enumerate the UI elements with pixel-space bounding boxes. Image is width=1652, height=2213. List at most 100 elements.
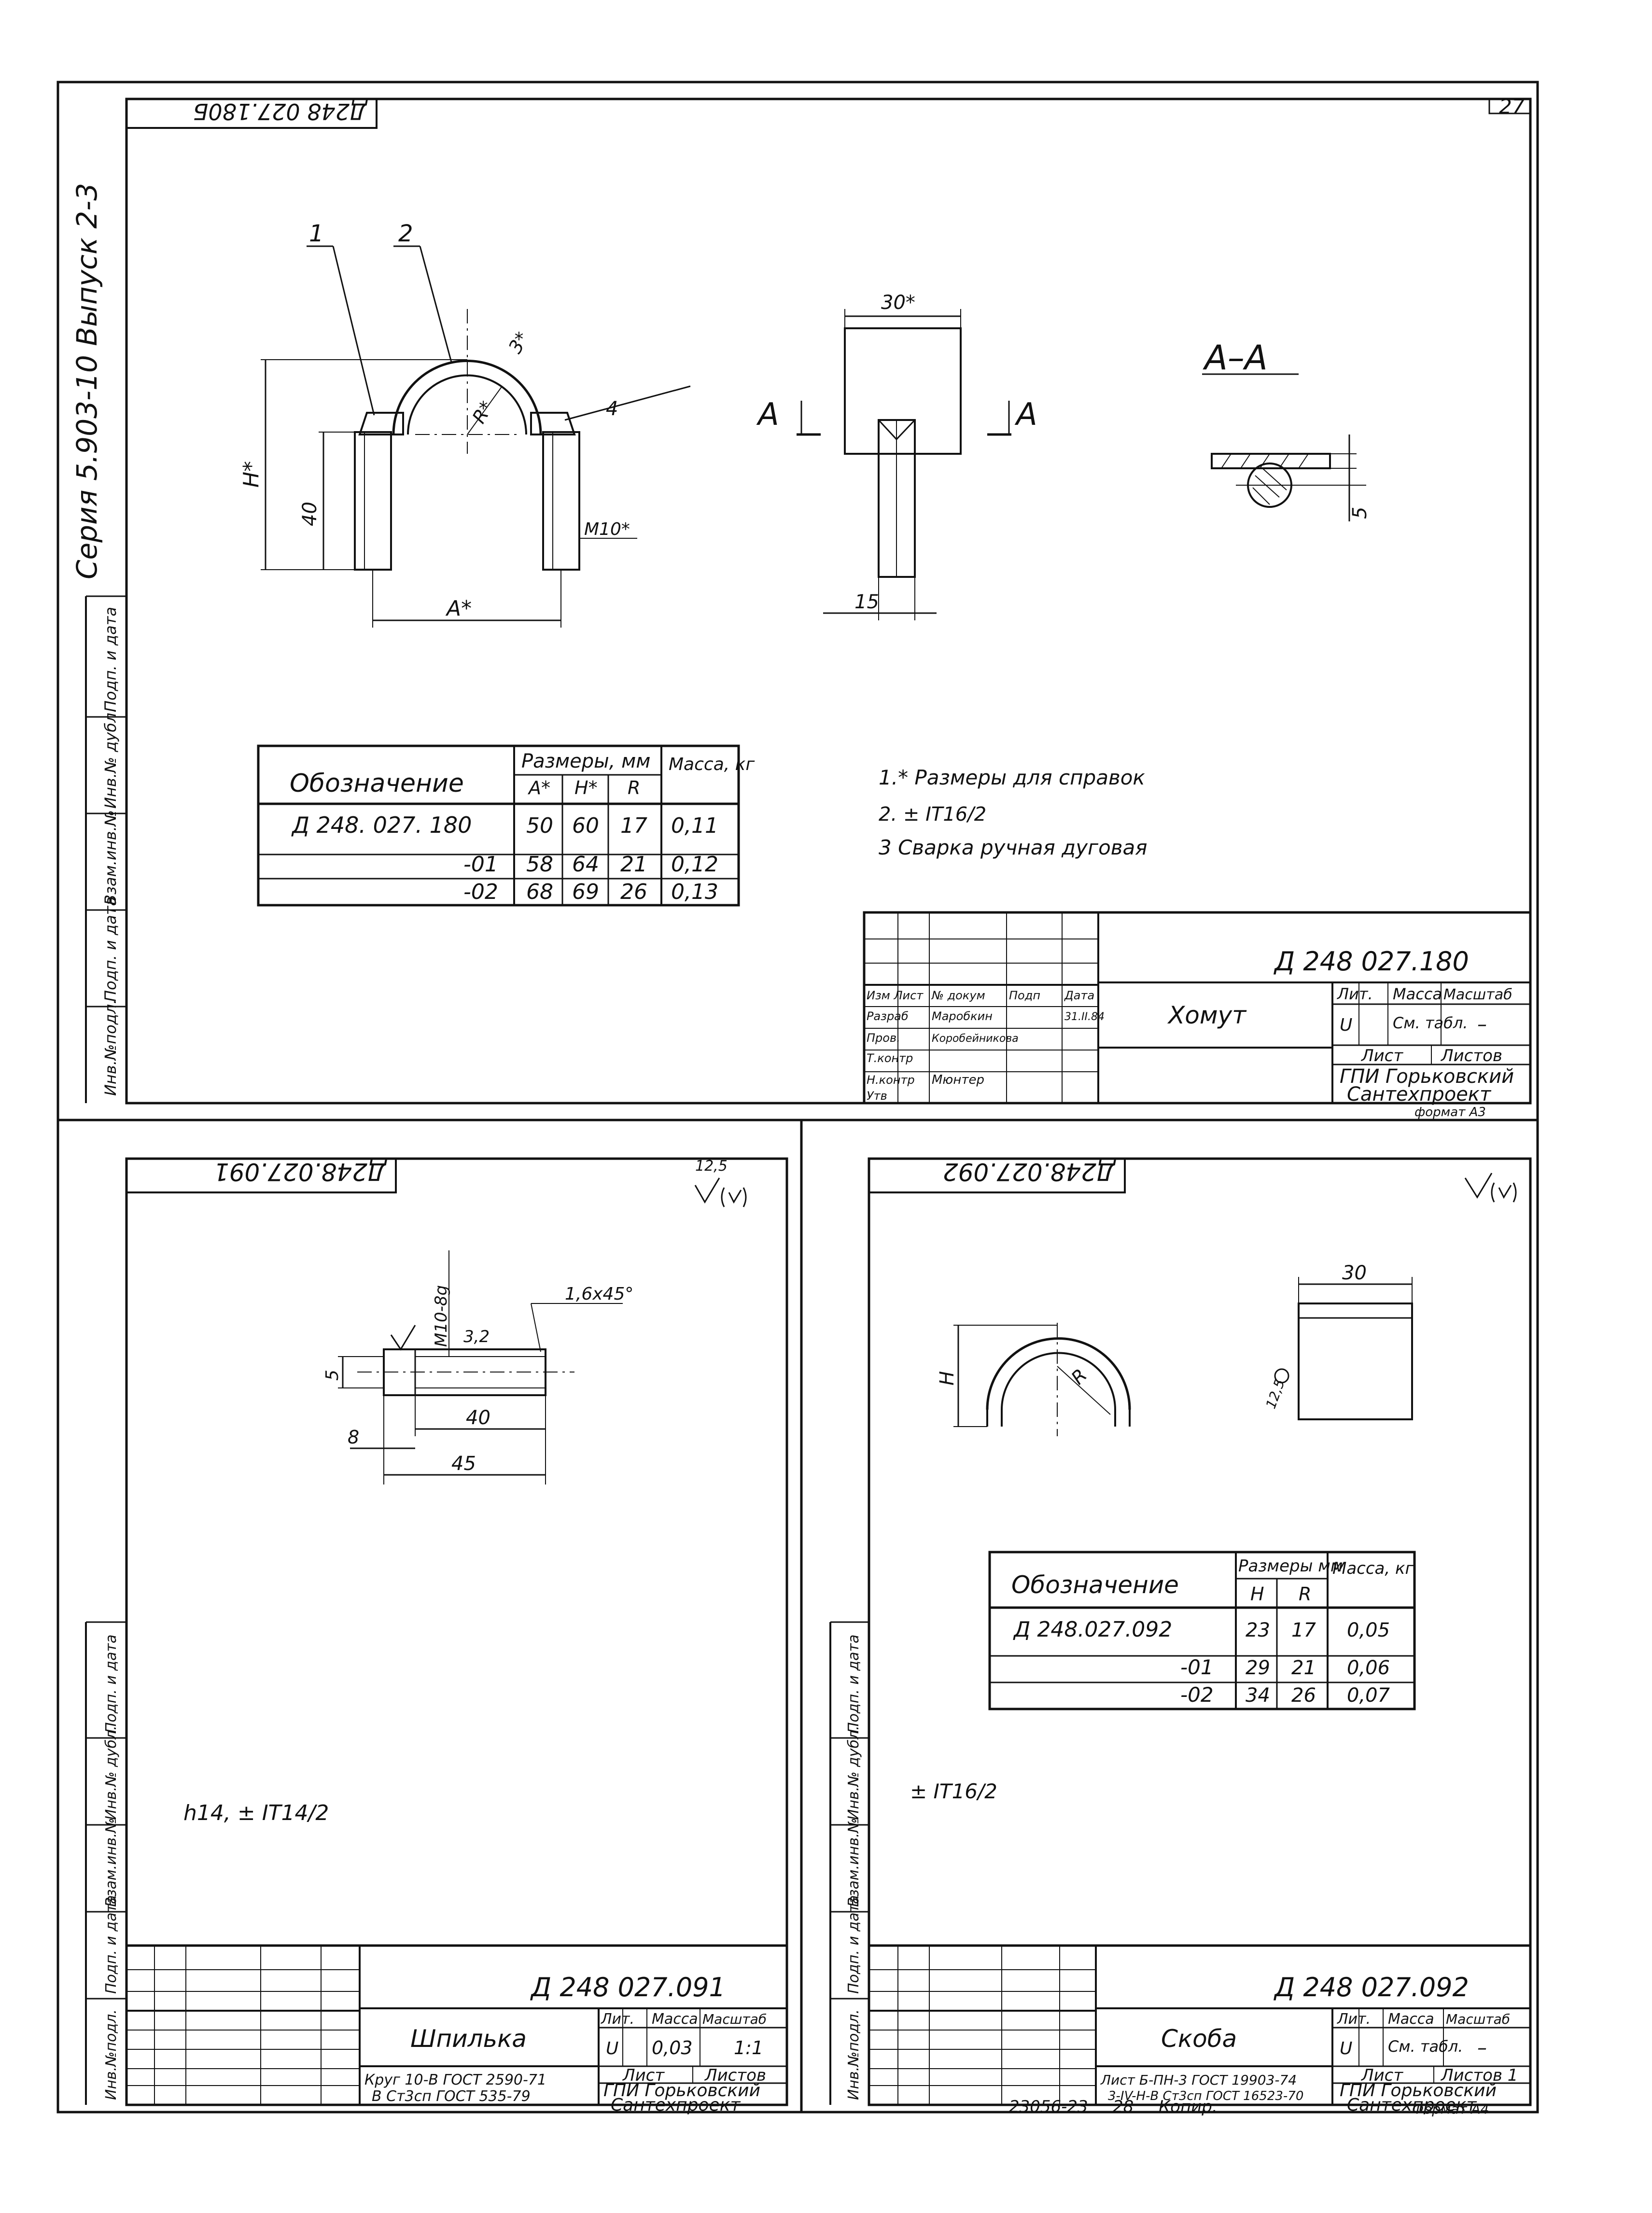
margin-label: Подп. и дата (845, 1895, 862, 1994)
table-header: R (628, 777, 640, 798)
title-cell: Сантехпроект (1347, 2095, 1477, 2115)
section-mark: А (756, 397, 779, 433)
code-stamp-rotated: Д248 027.180Б (193, 98, 368, 125)
title-cell: U (606, 2039, 618, 2059)
title-cell: 31.II.84 (1064, 1011, 1105, 1023)
table-header: Масса, кг (1332, 1559, 1414, 1578)
title-cell: Масса (1388, 2011, 1434, 2028)
title-cell: Лист (1360, 2066, 1403, 2085)
footer-format: Формат А4 (1412, 2101, 1489, 2117)
title-cell: Лист (622, 2066, 665, 2085)
title-cell: Подп (1009, 989, 1040, 1002)
note-line: h14, ± IT14/2 (183, 1801, 329, 1825)
table-header: Н (1250, 1583, 1264, 1605)
table-cell: 29 (1246, 1657, 1270, 1679)
table-cell: 0,11 (671, 813, 718, 838)
leader-label: 2 (398, 220, 413, 247)
series-label: Серия 5.903-10 Выпуск 2-3 (70, 183, 103, 579)
roughness-value: 12,5 (695, 1158, 728, 1175)
note-line: 2. ± IT16/2 (879, 803, 986, 826)
title-cell: Лист Б-ПН-3 ГОСТ 19903-74 (1100, 2072, 1297, 2088)
table-cell: Д 248.027.092 (1013, 1617, 1172, 1642)
margin-label: Взам.инв.№ (845, 1818, 862, 1907)
footer-page: 28 (1113, 2097, 1134, 2116)
dim-label: 3,2 (463, 1327, 490, 1346)
dim-label: М10* (584, 519, 630, 539)
dim-label: Н* (239, 461, 264, 488)
title-cell: Лит. (1337, 2011, 1371, 2028)
title-cell: 1:1 (734, 2037, 763, 2059)
note-line: 1.* Размеры для справок (879, 766, 1145, 789)
title-cell: Сантехпроект (611, 2095, 741, 2115)
title-cell: № докум (931, 989, 985, 1002)
dim-label: 5 (1349, 507, 1371, 519)
dim-label: 40 (466, 1407, 490, 1429)
dim-label: 5 (322, 1370, 342, 1381)
title-cell: 3-IV-Н-В Ст3сп ГОСТ 16523-70 (1108, 2089, 1303, 2103)
title-cell: См. табл. (1393, 1014, 1468, 1032)
table-cell: 21 (1291, 1657, 1316, 1679)
homut-front-view (261, 245, 691, 628)
margin-label: Инв.№подл. (103, 2009, 120, 2100)
margin-label: Инв.№ дубл. (845, 1725, 862, 1820)
title-cell: Масштаб (1443, 986, 1512, 1003)
title-cell: Масса (652, 2011, 698, 2028)
homut-section-aa (1202, 373, 1366, 521)
margin-label: Подп. и дата (845, 1635, 862, 1733)
title-cell: Разраб (867, 1009, 909, 1023)
table-header: Размеры мм (1238, 1556, 1343, 1576)
table-cell: Д 248. 027. 180 (291, 812, 472, 838)
dim-label: 45 (451, 1453, 476, 1475)
table-header: Обозначение (290, 769, 464, 798)
table-header: Обозначение (1011, 1571, 1179, 1599)
dim-label: 30* (881, 292, 915, 314)
margin-label: Инв.№ дубл. (103, 1725, 120, 1820)
table-cell: 17 (620, 813, 647, 838)
margin-label: Подп. и дата (103, 1635, 120, 1733)
title-cell: Масштаб (1446, 2011, 1510, 2027)
dim-label: М10-8g (432, 1285, 451, 1347)
skoba-title-block-grid (868, 1944, 1532, 2106)
margin-label: Подп. и дата (103, 1895, 120, 1994)
dim-label: Н (936, 1371, 958, 1386)
table-cell: -01 (463, 852, 498, 877)
table-cell: 21 (620, 852, 647, 877)
margin-label: Подп. и дата (101, 896, 120, 1002)
table-cell: 17 (1291, 1619, 1316, 1641)
title-name: Хомут (1167, 1001, 1247, 1029)
homut-side-view (797, 309, 1011, 620)
title-cell: Листов (704, 2066, 766, 2085)
title-cell: Мюнтер (932, 1073, 984, 1087)
table-cell: 34 (1246, 1684, 1270, 1707)
page-number: 27 (1499, 95, 1525, 118)
title-cell: ГПИ Горьковский (603, 2081, 760, 2101)
title-cell: Дата (1064, 989, 1094, 1002)
title-cell: – (1477, 2037, 1487, 2059)
table-header: Масса, кг (669, 755, 755, 774)
title-cell: U (1340, 1015, 1352, 1035)
table-cell: -01 (1180, 1655, 1214, 1679)
table-cell: 0,13 (671, 880, 718, 904)
table-cell: 0,05 (1347, 1619, 1390, 1641)
note-line: ± IT16/2 (910, 1779, 997, 1803)
title-cell: – (1477, 1013, 1487, 1036)
shpilka-drawing (338, 1177, 747, 1485)
title-cell: Масса (1393, 985, 1442, 1003)
footer-copy: Копир. (1159, 2097, 1218, 2116)
note-line: 3 Сварка ручная дуговая (879, 836, 1148, 859)
leader-label: 1 (309, 220, 324, 247)
title-cell: Н.контр (867, 1073, 915, 1087)
title-cell: Маробкин (932, 1009, 993, 1023)
table-cell: 0,07 (1347, 1684, 1390, 1707)
margin-label: Инв.№ дубл. (101, 708, 120, 809)
dim-label: 15 (854, 591, 879, 613)
dim-label: 40 (299, 502, 321, 526)
dim-label: 1,6х45° (565, 1284, 633, 1304)
margin-label: Подп. и дата (101, 607, 120, 712)
title-cell: Листов (1440, 1046, 1502, 1065)
title-cell: Лит. (601, 2011, 634, 2028)
title-cell: Т.контр (867, 1051, 913, 1065)
homut-size-table-grid (257, 744, 740, 907)
margin-label: Инв.№подл. (845, 2009, 862, 2100)
